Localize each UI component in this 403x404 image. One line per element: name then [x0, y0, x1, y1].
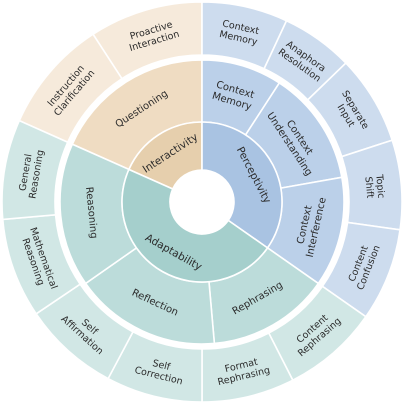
outer-segment-general-reasoning [1, 119, 69, 221]
outer-label-topic-shift: TopicShift [363, 173, 387, 200]
middle-label-reasoning: Reasoning [83, 186, 99, 239]
outer-segment-instruction-clarification [18, 33, 124, 144]
center-hole [170, 170, 234, 234]
